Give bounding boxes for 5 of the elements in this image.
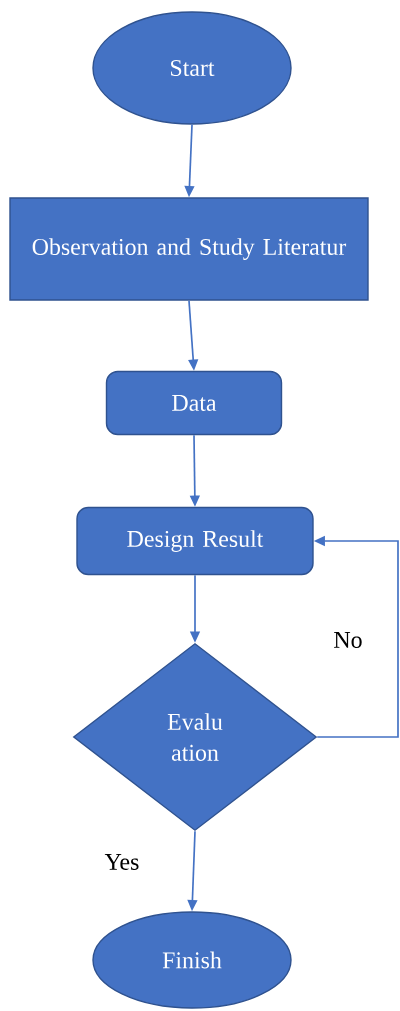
process-box: Design Result (76, 506, 314, 576)
process-box: Observation and Study Literatur (9, 197, 369, 301)
process-box: Data (105, 370, 283, 436)
edge-label: No (332, 630, 364, 650)
edge-label: Yes (103, 852, 141, 872)
